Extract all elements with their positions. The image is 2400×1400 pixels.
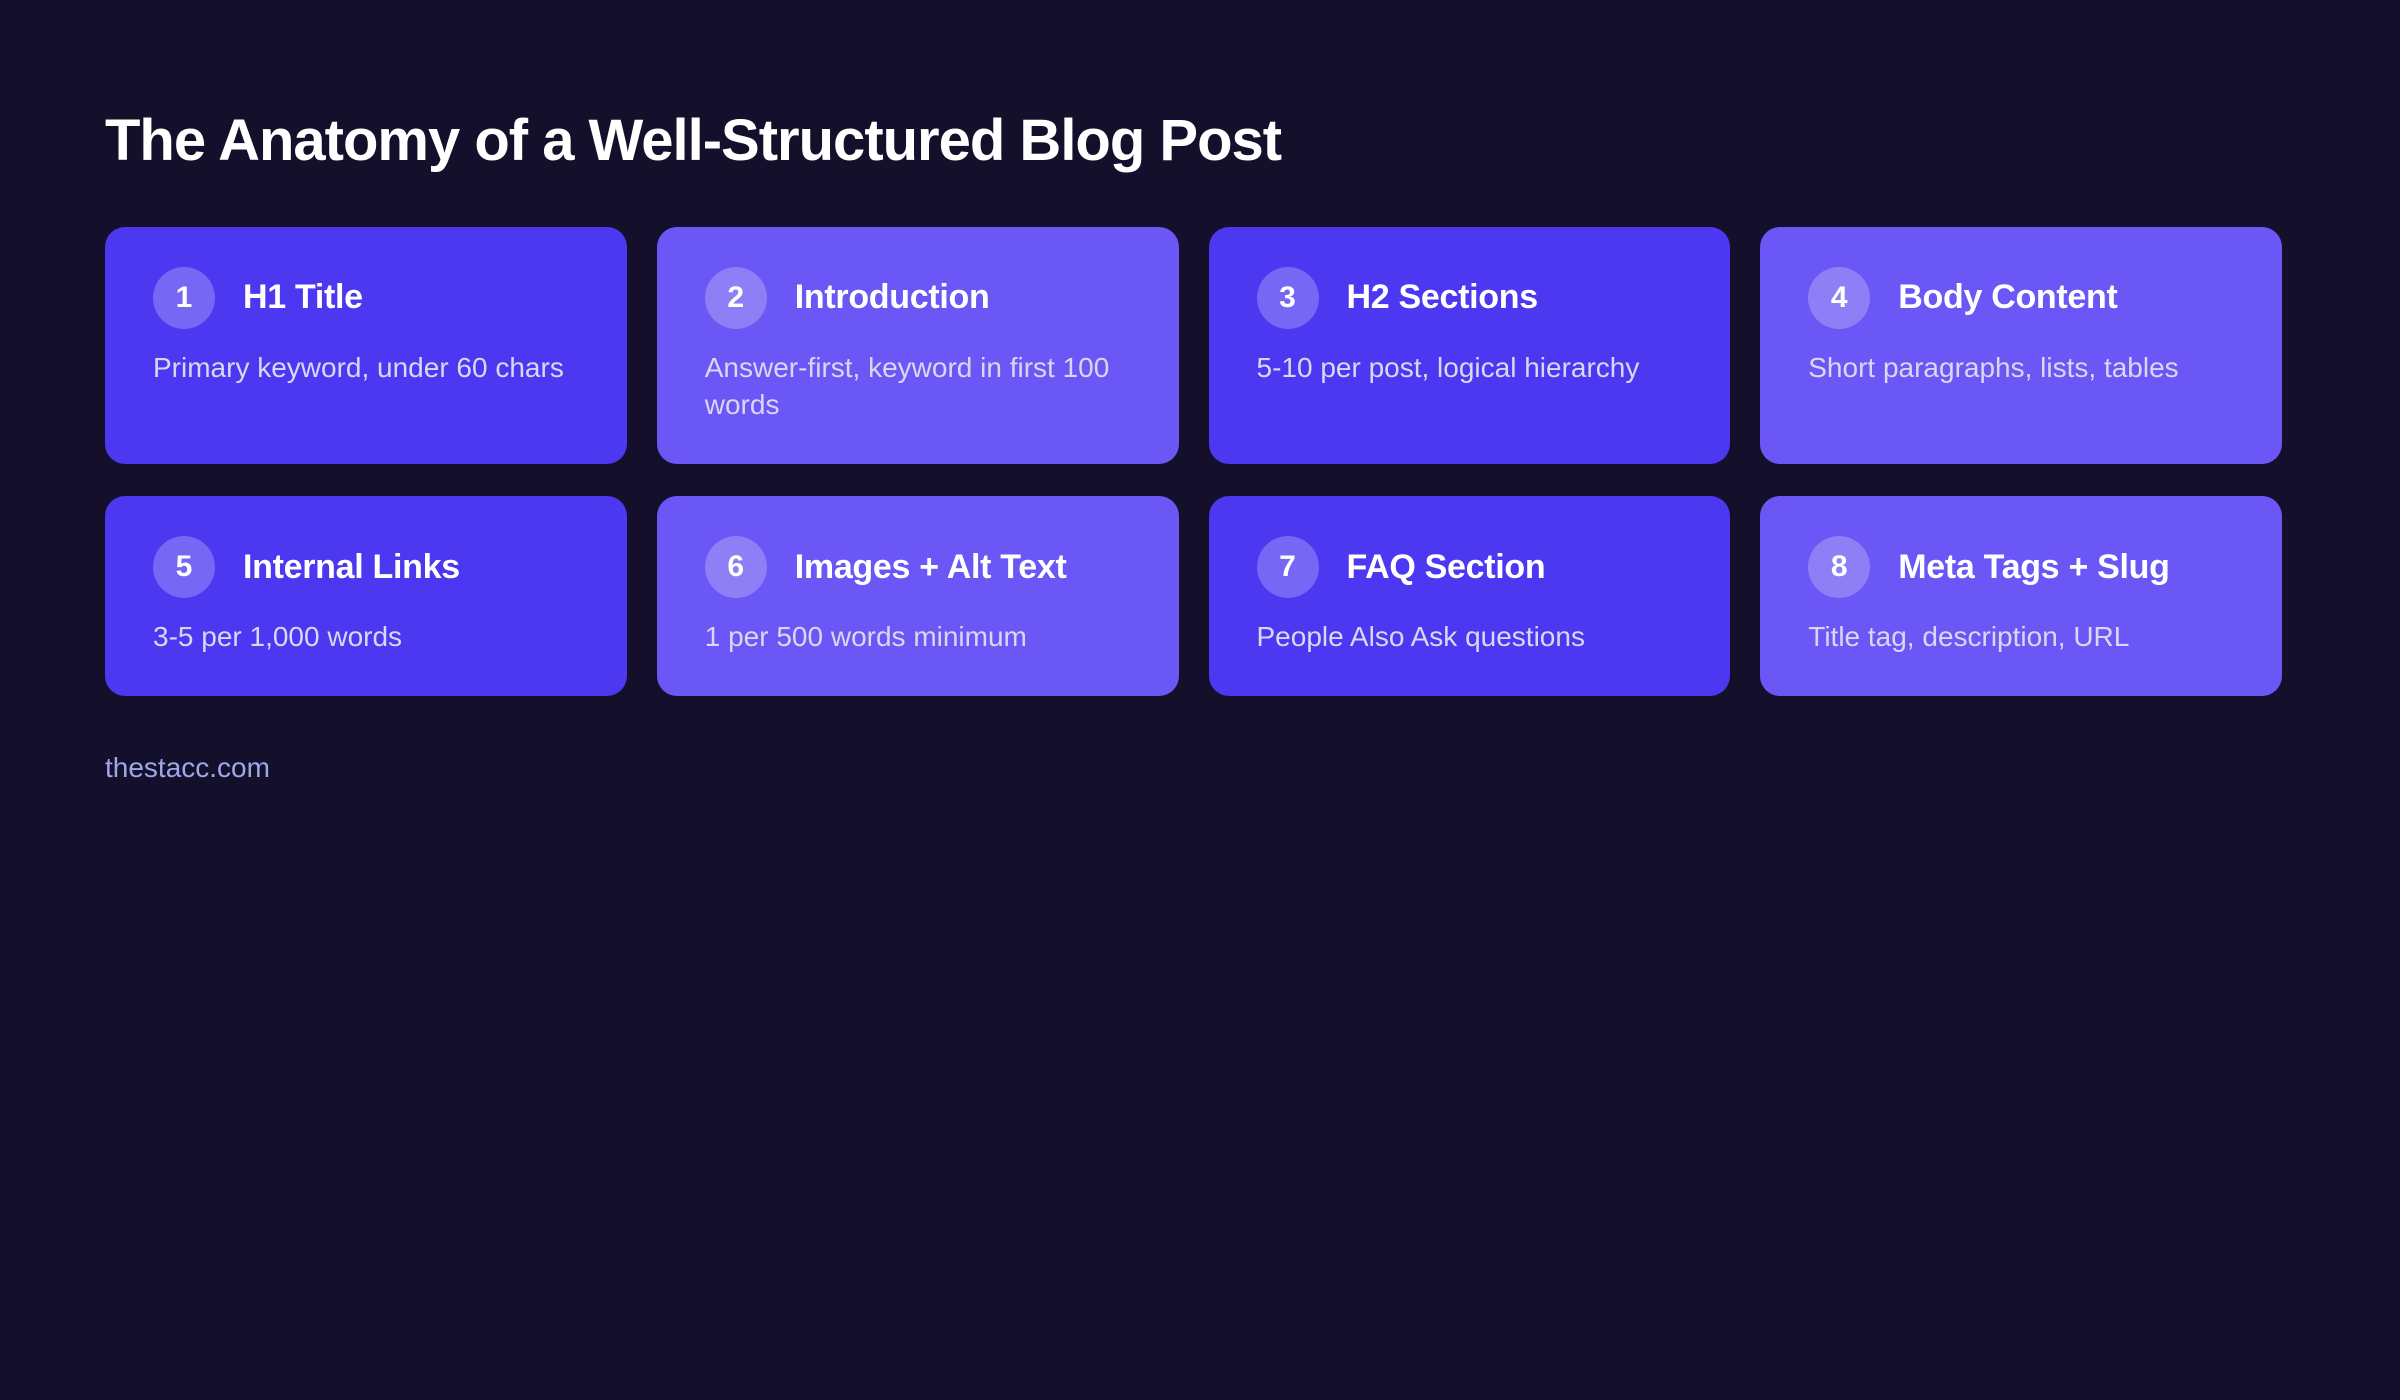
card-3: 3 H2 Sections 5-10 per post, logical hie… bbox=[1208, 226, 1731, 465]
number-badge: 8 bbox=[1808, 536, 1871, 599]
page-title: The Anatomy of a Well-Structured Blog Po… bbox=[105, 108, 1282, 173]
footer-url: thestacc.com bbox=[105, 752, 270, 784]
card-header: 1 H1 Title bbox=[153, 266, 583, 329]
number-badge: 7 bbox=[1256, 536, 1319, 599]
card-6: 6 Images + Alt Text 1 per 500 words mini… bbox=[656, 496, 1179, 697]
card-5: 5 Internal Links 3-5 per 1,000 words bbox=[105, 496, 627, 697]
card-description: Title tag, description, URL bbox=[1808, 621, 2130, 653]
card-description: People Also Ask questions bbox=[1256, 621, 1585, 653]
card-description: 1 per 500 words minimum bbox=[704, 621, 1027, 653]
card-grid: 1 H1 Title Primary keyword, under 60 cha… bbox=[105, 226, 2282, 697]
number-badge: 6 bbox=[704, 536, 767, 599]
card-title: Internal Links bbox=[243, 547, 460, 586]
card-description: Answer-first, keyword in first 100 words bbox=[704, 351, 1110, 421]
infographic-page: The Anatomy of a Well-Structured Blog Po… bbox=[105, 108, 2282, 784]
card-title: Introduction bbox=[794, 278, 990, 317]
card-header: 4 Body Content bbox=[1808, 266, 2238, 329]
card-header: 8 Meta Tags + Slug bbox=[1808, 536, 2238, 599]
number-badge: 1 bbox=[153, 266, 215, 329]
card-4: 4 Body Content Short paragraphs, lists, … bbox=[1760, 226, 2282, 465]
number-badge: 3 bbox=[1256, 266, 1319, 329]
number-badge: 4 bbox=[1808, 266, 1871, 329]
card-1: 1 H1 Title Primary keyword, under 60 cha… bbox=[105, 226, 627, 465]
card-description: 5-10 per post, logical hierarchy bbox=[1256, 351, 1640, 383]
card-header: 2 Introduction bbox=[704, 266, 1135, 329]
card-title: H2 Sections bbox=[1346, 278, 1539, 317]
card-header: 6 Images + Alt Text bbox=[704, 536, 1135, 599]
card-7: 7 FAQ Section People Also Ask questions bbox=[1208, 496, 1731, 697]
card-description: Short paragraphs, lists, tables bbox=[1808, 351, 2179, 383]
card-title: Images + Alt Text bbox=[794, 547, 1067, 586]
card-title: H1 Title bbox=[243, 278, 363, 317]
number-badge: 2 bbox=[704, 266, 767, 329]
card-title: FAQ Section bbox=[1346, 547, 1546, 586]
card-header: 7 FAQ Section bbox=[1256, 536, 1687, 599]
number-badge: 5 bbox=[153, 536, 215, 599]
card-description: Primary keyword, under 60 chars bbox=[153, 351, 564, 383]
card-header: 5 Internal Links bbox=[153, 536, 583, 599]
card-header: 3 H2 Sections bbox=[1256, 266, 1687, 329]
card-2: 2 Introduction Answer-first, keyword in … bbox=[656, 226, 1179, 465]
card-title: Meta Tags + Slug bbox=[1898, 547, 2170, 586]
card-title: Body Content bbox=[1898, 278, 2118, 317]
card-8: 8 Meta Tags + Slug Title tag, descriptio… bbox=[1760, 496, 2282, 697]
card-description: 3-5 per 1,000 words bbox=[153, 621, 403, 653]
